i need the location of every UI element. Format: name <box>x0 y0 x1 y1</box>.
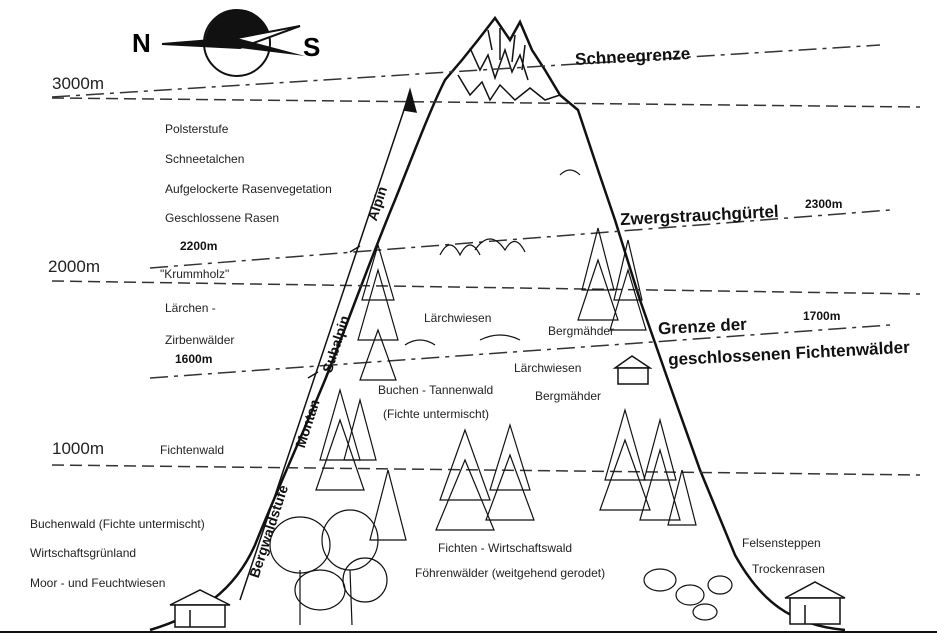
boulders <box>644 569 732 620</box>
felsensteppen-label: Felsensteppen <box>742 537 821 549</box>
laerchwiesen-upper-label: Lärchwiesen <box>424 312 491 324</box>
wirtschaftsgruenland-label: Wirtschaftsgrünland <box>30 547 136 559</box>
farmhouses <box>170 356 845 627</box>
bergmaehder-upper-label: Bergmähder <box>548 325 614 337</box>
grenze-label-1: Grenze der <box>658 316 748 338</box>
zirbenwaelder-label: Zirbenwälder <box>165 334 234 346</box>
aufgelockerte-rasen-label: Aufgelockerte Rasenvegetation <box>165 183 332 195</box>
bergmaehder-lower-label: Bergmähder <box>535 390 601 402</box>
zwergstrauch-altitude: 2300m <box>805 198 842 210</box>
trockenrasen-label: Trockenrasen <box>752 563 825 575</box>
grenze-altitude: 1700m <box>803 310 840 322</box>
altitude-2200-label: 2200m <box>180 240 217 252</box>
fichte-untermischt-label: (Fichte untermischt) <box>383 408 489 420</box>
buchenwald-label: Buchenwald (Fichte untermischt) <box>30 518 205 530</box>
krummholz-label: "Krummholz" <box>160 268 229 280</box>
polsterstufe-label: Polsterstufe <box>165 123 228 135</box>
altitude-3000-label: 3000m <box>52 75 104 92</box>
moor-feuchtwiesen-label: Moor - und Feuchtwiesen <box>30 577 165 589</box>
altitude-1600-label: 1600m <box>175 353 212 365</box>
deciduous-trees <box>270 510 387 625</box>
schneetalchen-label: Schneetalchen <box>165 153 244 165</box>
foehrenwaelder-label: Föhrenwälder (weitgehend gerodet) <box>415 567 605 579</box>
compass-icon <box>162 10 305 76</box>
geschlossene-rasen-label: Geschlossene Rasen <box>165 212 279 224</box>
altitude-2000-label: 2000m <box>48 258 100 275</box>
compass-north-label: N <box>132 30 151 56</box>
fichten-wirtschaftswald-label: Fichten - Wirtschaftswald <box>438 542 572 554</box>
laerchwiesen-lower-label: Lärchwiesen <box>514 362 581 374</box>
compass-south-label: S <box>303 34 320 60</box>
laerchen-label: Lärchen - <box>165 302 216 314</box>
buchen-tannenwald-label: Buchen - Tannenwald <box>378 384 493 396</box>
fichtenwald-label: Fichtenwald <box>160 444 224 456</box>
altitude-1000-label: 1000m <box>52 440 104 457</box>
